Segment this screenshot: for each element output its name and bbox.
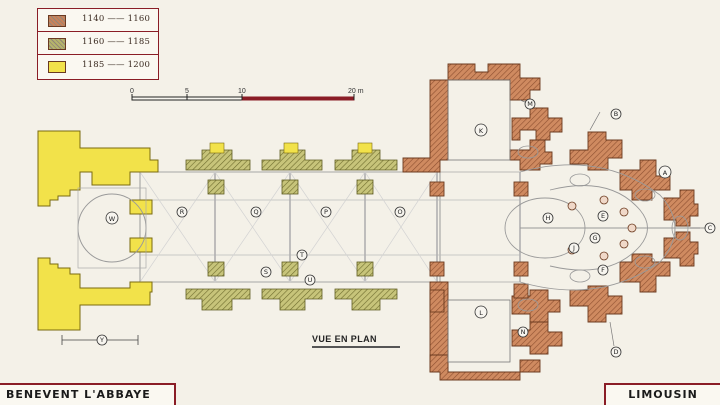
letter-j: J [572,244,575,252]
letter-s: S [264,268,268,276]
letter-u: U [308,276,313,284]
legend-row-1140: 1140 —— 1160 [38,9,158,32]
letter-f: F [601,266,605,274]
west-porch [37,130,159,331]
letter-a: A [663,169,668,177]
letter-w: W [109,215,116,223]
letter-n: N [521,328,526,336]
letter-markers [96,98,716,358]
legend-label-1160: 1160 —— 1185 [82,37,151,47]
legend-label-1185: 1185 —— 1200 [82,60,151,70]
swatch-1160-1185 [48,38,66,50]
legend-row-1185: 1185 —— 1200 [38,55,158,78]
chevet [504,164,700,291]
letter-h: H [546,214,551,222]
letter-b: B [614,110,618,118]
scale-tick-5: 5 [185,88,189,95]
swatch-1140-1160 [48,15,66,27]
letter-e: E [601,212,605,220]
legend-label-1140: 1140 —— 1160 [82,14,151,24]
letter-m: M [527,100,533,108]
north-transept [447,79,511,161]
site-title: BENEVENT L'ABBAYE [0,383,176,405]
plan-view-label: VUE EN PLAN [312,334,400,348]
letter-y: Y [99,336,104,344]
letter-t: T [299,251,304,259]
legend: 1140 —— 1160 1160 —— 1185 1185 —— 1200 [37,8,159,80]
north-piers [185,149,398,195]
letter-p: P [324,208,328,216]
letter-g: G [592,234,597,242]
scale-tick-10: 10 [238,88,246,95]
scale-tick-20: 20 m [348,88,364,95]
letter-o: O [397,208,402,216]
letter-k: K [479,127,484,135]
letter-c: C [708,224,713,232]
south-transept [447,299,511,363]
letter-r: R [180,208,185,216]
region-title: LIMOUSIN [604,383,720,405]
scale-tick-0: 0 [130,88,134,95]
letter-q: Q [253,208,258,216]
swatch-1185-1200 [48,61,66,73]
porch-dome [77,193,147,263]
letter-d: D [613,348,618,356]
south-piers [185,261,398,311]
scale-bar [131,94,355,101]
letter-l: L [479,309,483,317]
transept-and-apse [402,63,699,381]
legend-row-1160: 1160 —— 1185 [38,32,158,55]
